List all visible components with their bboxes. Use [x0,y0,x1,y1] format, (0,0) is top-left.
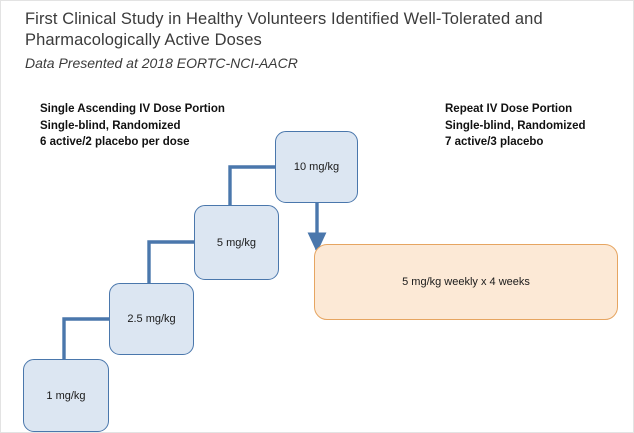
dose-box-1mgkg[interactable]: 1 mg/kg [23,359,109,432]
dose-box-2_5mgkg-label: 2.5 mg/kg [127,313,176,325]
section-header-single-ascending: Single Ascending IV Dose Portion Single-… [40,101,225,151]
subtitle: Data Presented at 2018 EORTC-NCI-AACR [25,55,298,71]
section-header-left-line-1: Single Ascending IV Dose Portion [40,103,225,115]
dose-box-2_5mgkg[interactable]: 2.5 mg/kg [109,283,194,355]
dose-box-10mgkg[interactable]: 10 mg/kg [275,131,358,203]
section-header-left-line-3: 6 active/2 placebo per dose [40,136,190,148]
section-header-right-line-2: Single-blind, Randomized [445,119,586,132]
page-title: First Clinical Study in Healthy Voluntee… [25,9,615,73]
section-header-repeat-dose: Repeat IV Dose Portion Single-blind, Ran… [445,101,586,151]
section-header-left-line-2: Single-blind, Randomized [40,119,181,132]
section-header-right-line-3: 7 active/3 placebo [445,136,544,148]
repeat-dose-box[interactable]: 5 mg/kg weekly x 4 weeks [314,244,618,320]
title-line-1: First Clinical Study in Healthy Voluntee… [25,10,543,28]
dose-box-5mgkg-label: 5 mg/kg [216,236,257,249]
title-line-2: Pharmacologically Active Doses [25,31,262,49]
section-header-right-line-1: Repeat IV Dose Portion [445,103,573,115]
repeat-dose-box-label: 5 mg/kg weekly x 4 weeks [402,276,530,288]
dose-box-10mgkg-label: 10 mg/kg [293,161,340,173]
dose-box-5mgkg[interactable]: 5 mg/kg [194,205,279,280]
dose-box-1mgkg-label: 1 mg/kg [46,389,86,402]
